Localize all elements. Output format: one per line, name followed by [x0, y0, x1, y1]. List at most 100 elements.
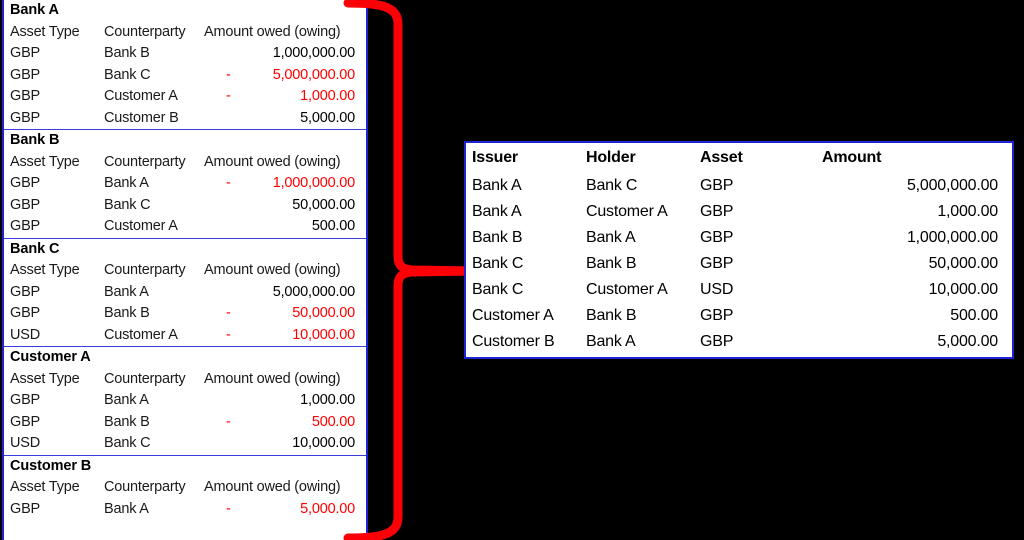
cell-negative-sign: -	[226, 66, 231, 83]
cell-counterparty: Bank A	[104, 283, 149, 300]
column-header-issuer: Issuer	[472, 149, 518, 166]
cell-asset: GBP	[700, 255, 734, 272]
column-header-counterparty: Counterparty	[104, 153, 186, 170]
cell-asset-type: GBP	[10, 66, 41, 83]
column-header-asset-type: Asset Type	[10, 23, 80, 40]
entity-name: Bank C	[10, 240, 60, 257]
column-header-amount-owed: Amount owed (owing)	[204, 23, 341, 40]
cell-counterparty: Bank A	[104, 392, 149, 408]
cell-issuer: Bank A	[472, 177, 522, 194]
cell-amount: 50,000.00	[292, 305, 355, 321]
cell-amount: 10,000.00	[928, 281, 999, 298]
table-row: USD Customer A - 10,000.00	[4, 325, 366, 347]
cell-issuer: Bank C	[472, 255, 524, 272]
cell-issuer: Bank A	[472, 203, 522, 220]
cell-counterparty: Customer A	[104, 218, 178, 234]
cell-holder: Customer A	[586, 203, 668, 220]
cell-asset-type: GBP	[10, 392, 41, 408]
column-header-asset-type: Asset Type	[10, 262, 80, 278]
entity-name: Bank A	[10, 2, 59, 18]
entity-name: Bank B	[10, 132, 60, 148]
column-header-counterparty: Counterparty	[104, 262, 186, 278]
cell-counterparty: Customer A	[104, 326, 178, 343]
cell-asset-type: GBP	[10, 196, 41, 213]
cell-asset-type: USD	[10, 326, 41, 343]
column-header-asset: Asset	[700, 149, 743, 166]
cell-amount: 1,000.00	[937, 203, 998, 220]
column-header-counterparty: Counterparty	[104, 23, 186, 40]
cell-asset: GBP	[700, 229, 734, 246]
cell-counterparty: Bank A	[104, 500, 149, 517]
column-header-asset-type: Asset Type	[10, 153, 80, 170]
cell-amount: 10,000.00	[292, 326, 355, 343]
table-row: Bank B Bank A GBP 1,000,000.00	[466, 225, 1012, 251]
cell-negative-sign: -	[226, 305, 231, 321]
cell-holder: Bank C	[586, 177, 638, 194]
cell-holder: Bank B	[586, 307, 637, 324]
cell-asset-type: GBP	[10, 88, 41, 104]
cell-asset: GBP	[700, 203, 734, 220]
ledger-section-title-row: Bank A	[4, 0, 366, 22]
cell-counterparty: Bank B	[104, 413, 150, 430]
cell-issuer: Customer B	[472, 333, 555, 350]
unified-ledger-header-row: Issuer Holder Asset Amount	[466, 143, 1012, 173]
ledger-section: Bank C Asset Type Counterparty Amount owed …	[4, 238, 366, 347]
column-header-asset-type: Asset Type	[10, 479, 80, 495]
table-row: Bank A Customer A GBP 1,000.00	[466, 199, 1012, 225]
cell-amount: 500.00	[950, 307, 998, 324]
cell-asset-type: USD	[10, 435, 41, 451]
table-row: GBP Bank C 50,000.00	[4, 195, 366, 217]
ledger-section: Bank A Asset Type Counterparty Amount owed …	[4, 0, 366, 130]
cell-counterparty: Bank C	[104, 435, 151, 451]
cell-amount: 5,000,000.00	[906, 177, 998, 194]
cell-asset: GBP	[700, 307, 734, 324]
cell-asset: USD	[700, 281, 734, 298]
table-row: Bank C Customer A USD 10,000.00	[466, 277, 1012, 303]
column-header-amount-owed: Amount owed (owing)	[204, 262, 341, 278]
ledger-column-header-row: Asset Type Counterparty Amount owed (owing…	[4, 22, 366, 44]
cell-asset-type: GBP	[10, 413, 41, 430]
ledger-section-title-row: Customer A	[4, 347, 366, 369]
cell-holder: Customer A	[586, 281, 668, 298]
cell-amount: 10,000.00	[292, 435, 355, 451]
cell-asset-type: GBP	[10, 218, 41, 234]
cell-amount: 1,000,000.00	[272, 175, 355, 191]
cell-issuer: Bank C	[472, 281, 524, 298]
column-header-amount-owed: Amount owed (owing)	[204, 370, 341, 387]
cell-amount: 500.00	[311, 218, 355, 234]
table-row: GBP Customer A 500.00	[4, 216, 366, 238]
column-header-counterparty: Counterparty	[104, 370, 186, 387]
column-header-holder: Holder	[586, 149, 636, 166]
ledger-section-title-row: Bank B	[4, 130, 366, 152]
cell-holder: Bank A	[586, 333, 636, 350]
column-header-amount: Amount	[822, 149, 882, 166]
cell-negative-sign: -	[226, 326, 231, 343]
cell-counterparty: Bank C	[104, 196, 151, 213]
cell-holder: Bank A	[586, 229, 636, 246]
cell-issuer: Bank B	[472, 229, 523, 246]
cell-counterparty: Bank B	[104, 45, 150, 61]
cell-amount: 1,000,000.00	[906, 229, 998, 246]
cell-counterparty: Customer B	[104, 109, 179, 126]
ledger-column-header-row: Asset Type Counterparty Amount owed (owing…	[4, 260, 366, 282]
cell-amount: 50,000.00	[292, 196, 355, 213]
cell-negative-sign: -	[226, 175, 231, 191]
